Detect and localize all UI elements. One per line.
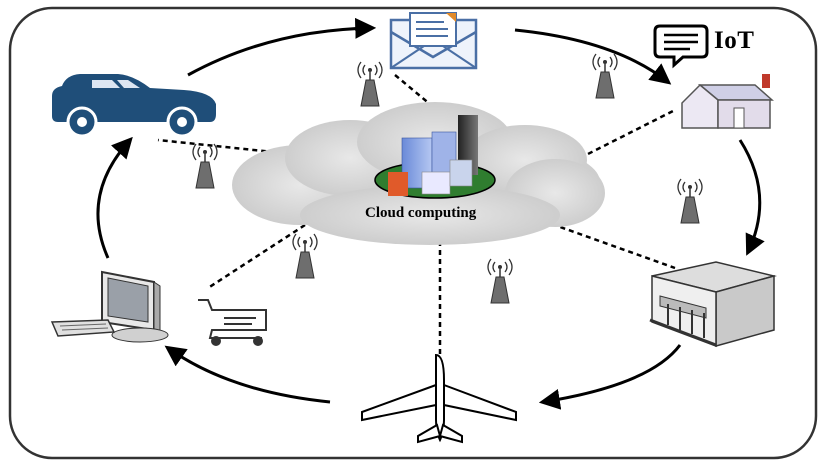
shopping-cart-icon: [198, 299, 267, 346]
arrow-mail-to-house: [514, 28, 672, 85]
arrow-airplane-to-computer: [164, 345, 331, 404]
bank-building-icon: [649, 261, 777, 348]
antennas: [192, 53, 703, 304]
arrow-house-to-bank: [738, 139, 765, 256]
car-icon: [52, 74, 216, 138]
dashed-links: [157, 74, 676, 365]
airplane-icon: [361, 353, 517, 444]
antenna-icon: [677, 178, 703, 224]
antenna-icon: [357, 61, 383, 107]
arrow-computer-to-car: [96, 136, 133, 259]
arrow-bank-to-airplane: [538, 344, 682, 410]
cloud-computing-label: Cloud computing: [365, 205, 477, 221]
city-buildings-icon: [374, 115, 496, 199]
desktop-computer-icon: [50, 270, 169, 343]
antenna-icon: [592, 53, 618, 99]
iot-title: IoT: [714, 27, 755, 54]
antenna-icon: [292, 233, 318, 279]
chat-bubble-icon: [653, 24, 709, 69]
house-icon: [681, 74, 774, 129]
diagram-frame: [8, 6, 818, 460]
cycle-arrows: [96, 17, 765, 410]
antenna-icon: [192, 143, 218, 189]
arrow-car-to-mail: [187, 17, 377, 77]
envelope-icon: [389, 12, 478, 70]
antenna-icon: [487, 258, 513, 304]
